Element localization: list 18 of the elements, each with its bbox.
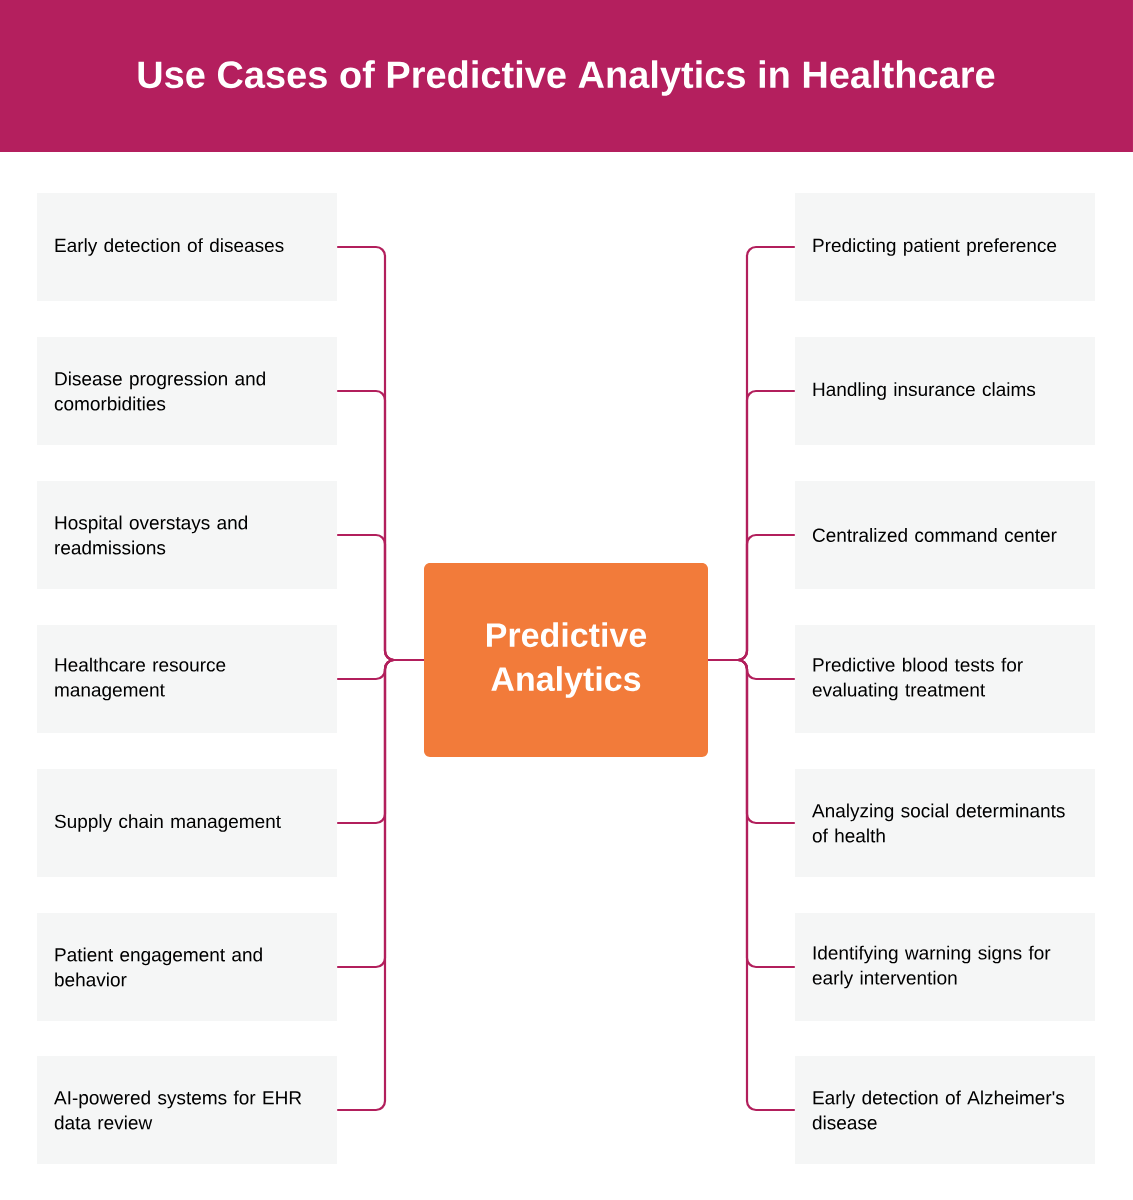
use-case-box: Early detection of Alzheimer's disease	[795, 1056, 1095, 1164]
use-case-box: Hospital overstays and readmissions	[37, 481, 337, 589]
use-case-box: Predictive blood tests for evaluating treatment	[795, 625, 1095, 733]
use-case-box: Identifying warning signs for early intervention	[795, 913, 1095, 1021]
use-case-box: Healthcare resource management	[37, 625, 337, 733]
use-case-box: Centralized command center	[795, 481, 1095, 589]
use-case-box: Early detection of diseases	[37, 193, 337, 301]
use-case-box: Analyzing social determinants of health	[795, 769, 1095, 877]
use-case-box: Supply chain management	[37, 769, 337, 877]
center-box: Predictive Analytics	[424, 563, 708, 757]
use-case-box: Predicting patient preference	[795, 193, 1095, 301]
use-case-box: Handling insurance claims	[795, 337, 1095, 445]
use-case-box: Patient engagement and behavior	[37, 913, 337, 1021]
title-banner: Use Cases of Predictive Analytics in Healthcare	[0, 0, 1133, 152]
use-case-box: Disease progression and comorbidities	[37, 337, 337, 445]
connector	[337, 658, 424, 1112]
connector	[708, 658, 795, 1112]
use-case-box: AI-powered systems for EHR data review	[37, 1056, 337, 1164]
